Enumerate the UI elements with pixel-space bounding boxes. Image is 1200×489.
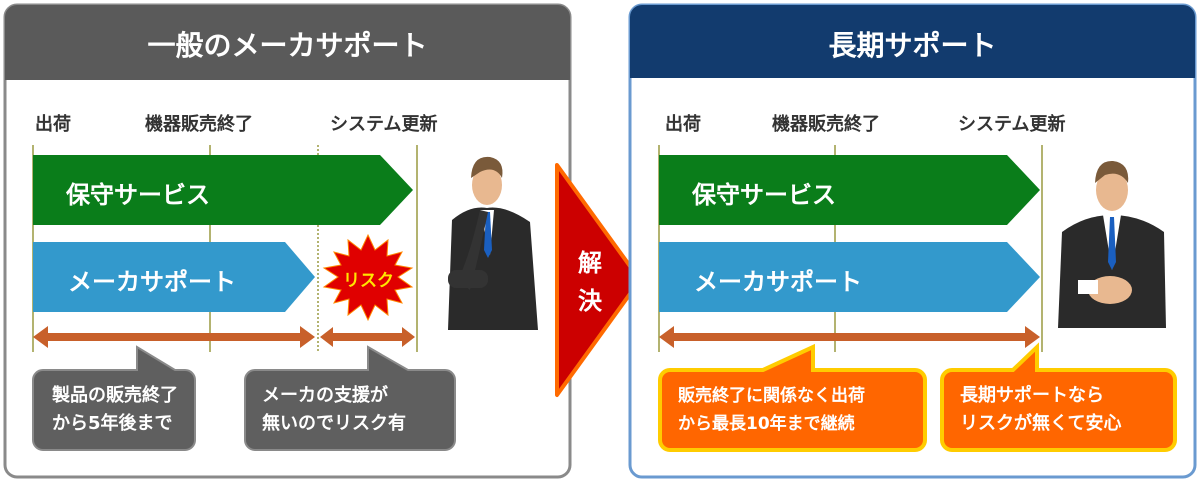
maintenance-bar bbox=[33, 155, 413, 225]
callout-gray-2 bbox=[244, 345, 456, 451]
maker-support-bar-label: メーカサポート bbox=[68, 268, 236, 296]
left-panel bbox=[3, 3, 572, 479]
right-panel-title: 長期サポート bbox=[828, 29, 997, 62]
right-timeline-label-shipment: 出荷 bbox=[665, 114, 701, 135]
right-timeline-label-sales-end: 機器販売終了 bbox=[772, 114, 880, 135]
risk-starburst bbox=[322, 233, 414, 322]
left-panel-title: 一般のメーカサポート bbox=[147, 29, 428, 62]
solution-char-2: 決 bbox=[578, 287, 602, 315]
solution-arrow bbox=[555, 163, 642, 397]
right-maintenance-bar-label: 保守サービス bbox=[692, 181, 836, 209]
right-panel bbox=[628, 3, 1197, 479]
right-maker-support-bar-label: メーカサポート bbox=[694, 268, 862, 296]
left-note-2: メーカの支援が 無いのでリスク有 bbox=[262, 382, 406, 438]
left-note-1-line-1: 製品の販売終了 bbox=[52, 385, 178, 406]
maintenance-bar-label: 保守サービス bbox=[66, 181, 210, 209]
right-note-2-line-1: 長期サポートなら bbox=[960, 385, 1104, 406]
left-note-1: 製品の販売終了 から5年後まで bbox=[52, 382, 178, 438]
timeline-label-shipment: 出荷 bbox=[35, 114, 71, 135]
left-note-2-line-1: メーカの支援が bbox=[262, 385, 388, 406]
right-timeline-label-system-update: システム更新 bbox=[958, 114, 1066, 135]
maker-support-bar bbox=[33, 242, 315, 312]
risk-badge-label: リスク bbox=[343, 271, 394, 291]
solution-char-1: 解 bbox=[578, 249, 602, 277]
right-note-2: 長期サポートなら リスクが無くて安心 bbox=[960, 382, 1121, 438]
timeline-label-system-update: システム更新 bbox=[330, 114, 438, 135]
right-note-1: 販売終了に関係なく出荷 から最長10年まで継続 bbox=[678, 382, 865, 438]
solution-arrow-label: 解 決 bbox=[578, 244, 602, 320]
timeline-label-sales-end: 機器販売終了 bbox=[145, 114, 253, 135]
period-arrow-right bbox=[659, 326, 1040, 348]
callout-gray-1 bbox=[32, 345, 196, 451]
maintenance-bar-right bbox=[659, 155, 1040, 225]
right-header-bg bbox=[630, 5, 1195, 78]
callout-orange-1 bbox=[658, 343, 927, 452]
right-note-1-line-1: 販売終了に関係なく出荷 bbox=[678, 386, 865, 406]
left-note-1-line-2: から5年後まで bbox=[52, 413, 173, 434]
period-arrows bbox=[33, 326, 415, 348]
right-note-1-line-2: から最長10年まで継続 bbox=[678, 414, 855, 434]
confident-businessman-illustration bbox=[1058, 160, 1166, 328]
left-header-bg bbox=[5, 5, 570, 80]
callout-orange-2 bbox=[940, 342, 1177, 452]
thinking-businessman-illustration bbox=[448, 156, 538, 330]
maker-support-bar-right bbox=[659, 242, 1040, 312]
right-note-2-line-2: リスクが無くて安心 bbox=[960, 413, 1122, 434]
left-note-2-line-2: 無いのでリスク有 bbox=[262, 413, 406, 434]
